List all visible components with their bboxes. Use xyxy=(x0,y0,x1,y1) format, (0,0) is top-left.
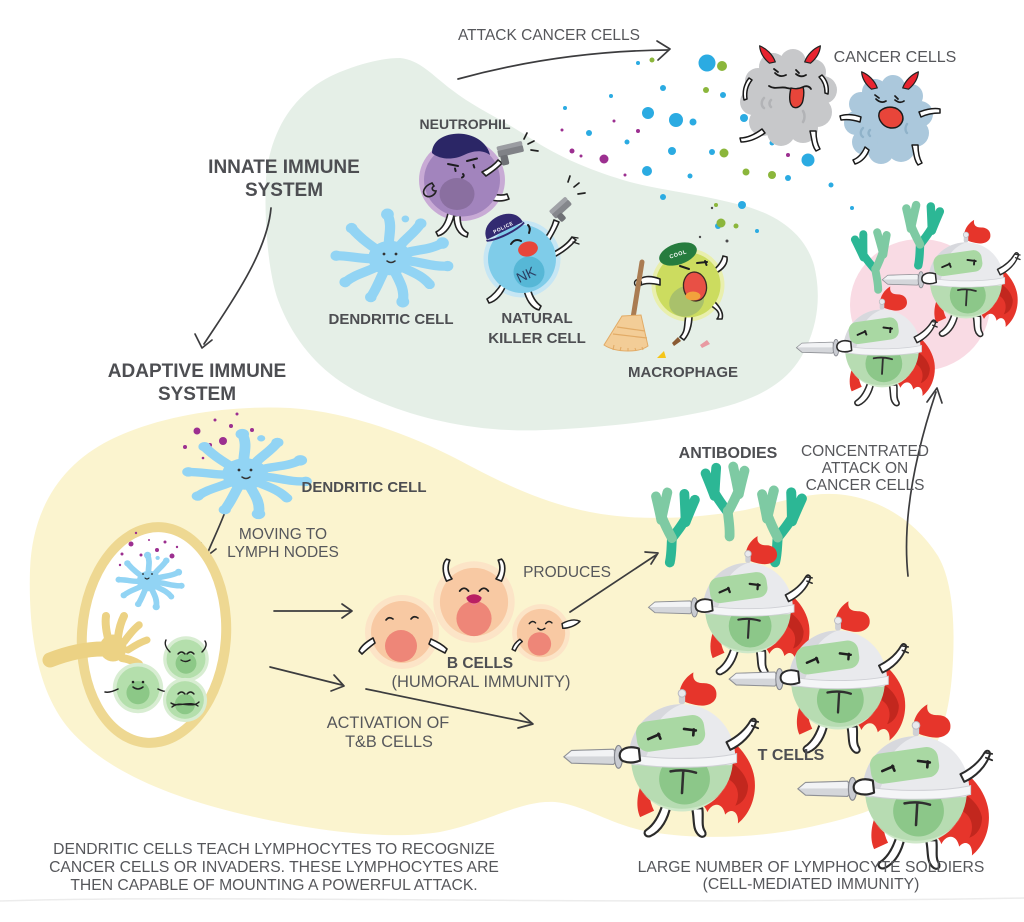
svg-text:CONCENTRATED: CONCENTRATED xyxy=(801,443,929,460)
svg-text:DENDRITIC CELLS TEACH LYMPHOCY: DENDRITIC CELLS TEACH LYMPHOCYTES TO REC… xyxy=(53,841,495,858)
svg-text:B CELLS: B CELLS xyxy=(447,655,513,672)
svg-text:T&B CELLS: T&B CELLS xyxy=(345,733,433,751)
svg-text:MACROPHAGE: MACROPHAGE xyxy=(628,364,738,381)
svg-text:SYSTEM: SYSTEM xyxy=(158,384,236,405)
svg-text:NK: NK xyxy=(514,263,539,286)
svg-text:ATTACK CANCER CELLS: ATTACK CANCER CELLS xyxy=(458,27,640,44)
svg-text:(HUMORAL IMMUNITY): (HUMORAL IMMUNITY) xyxy=(391,673,570,691)
svg-text:COOL: COOL xyxy=(669,249,688,260)
svg-text:MOVING TO: MOVING TO xyxy=(239,526,327,543)
svg-text:LYMPH NODES: LYMPH NODES xyxy=(227,544,339,561)
svg-text:DENDRITIC CELL: DENDRITIC CELL xyxy=(302,479,427,496)
svg-text:DENDRITIC CELL: DENDRITIC CELL xyxy=(329,311,454,328)
svg-text:SYSTEM: SYSTEM xyxy=(245,180,323,201)
svg-text:ACTIVATION OF: ACTIVATION OF xyxy=(327,714,449,732)
svg-text:CANCER CELLS: CANCER CELLS xyxy=(806,477,925,494)
svg-text:T CELLS: T CELLS xyxy=(758,747,825,764)
svg-text:PRODUCES: PRODUCES xyxy=(523,564,611,581)
svg-text:LARGE NUMBER OF LYMPHOCYTE SOL: LARGE NUMBER OF LYMPHOCYTE SOLDIERS xyxy=(638,859,985,876)
svg-text:KILLER CELL: KILLER CELL xyxy=(488,330,586,347)
svg-text:NEUTROPHIL: NEUTROPHIL xyxy=(420,116,511,132)
svg-text:ATTACK ON: ATTACK ON xyxy=(822,460,908,477)
svg-text:ANTIBODIES: ANTIBODIES xyxy=(679,445,778,462)
svg-text:INNATE IMMUNE: INNATE IMMUNE xyxy=(208,157,360,178)
svg-text:ADAPTIVE IMMUNE: ADAPTIVE IMMUNE xyxy=(108,361,286,382)
svg-text:CANCER CELLS OR INVADERS. THES: CANCER CELLS OR INVADERS. THESE LYMPHOCY… xyxy=(49,859,499,876)
svg-text:THEN CAPABLE OF MOUNTING A POW: THEN CAPABLE OF MOUNTING A POWERFUL ATTA… xyxy=(70,877,477,894)
svg-text:(CELL-MEDIATED IMMUNITY): (CELL-MEDIATED IMMUNITY) xyxy=(703,876,920,893)
svg-text:NATURAL: NATURAL xyxy=(501,310,572,327)
svg-text:CANCER CELLS: CANCER CELLS xyxy=(834,49,957,66)
